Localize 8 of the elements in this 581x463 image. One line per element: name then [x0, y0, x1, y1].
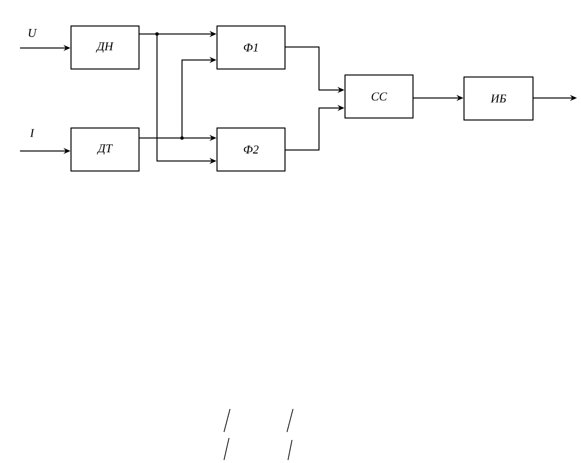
block-box: Ф1 [216, 26, 286, 70]
block-box: ДТ [70, 128, 140, 172]
block-box: СС [344, 74, 414, 118]
edge-label: I [30, 129, 34, 137]
block-box: ИБ [464, 76, 534, 120]
block-box: ДН [70, 26, 140, 70]
block-box: Ф2 [216, 128, 286, 172]
edge-label: U [28, 29, 37, 37]
